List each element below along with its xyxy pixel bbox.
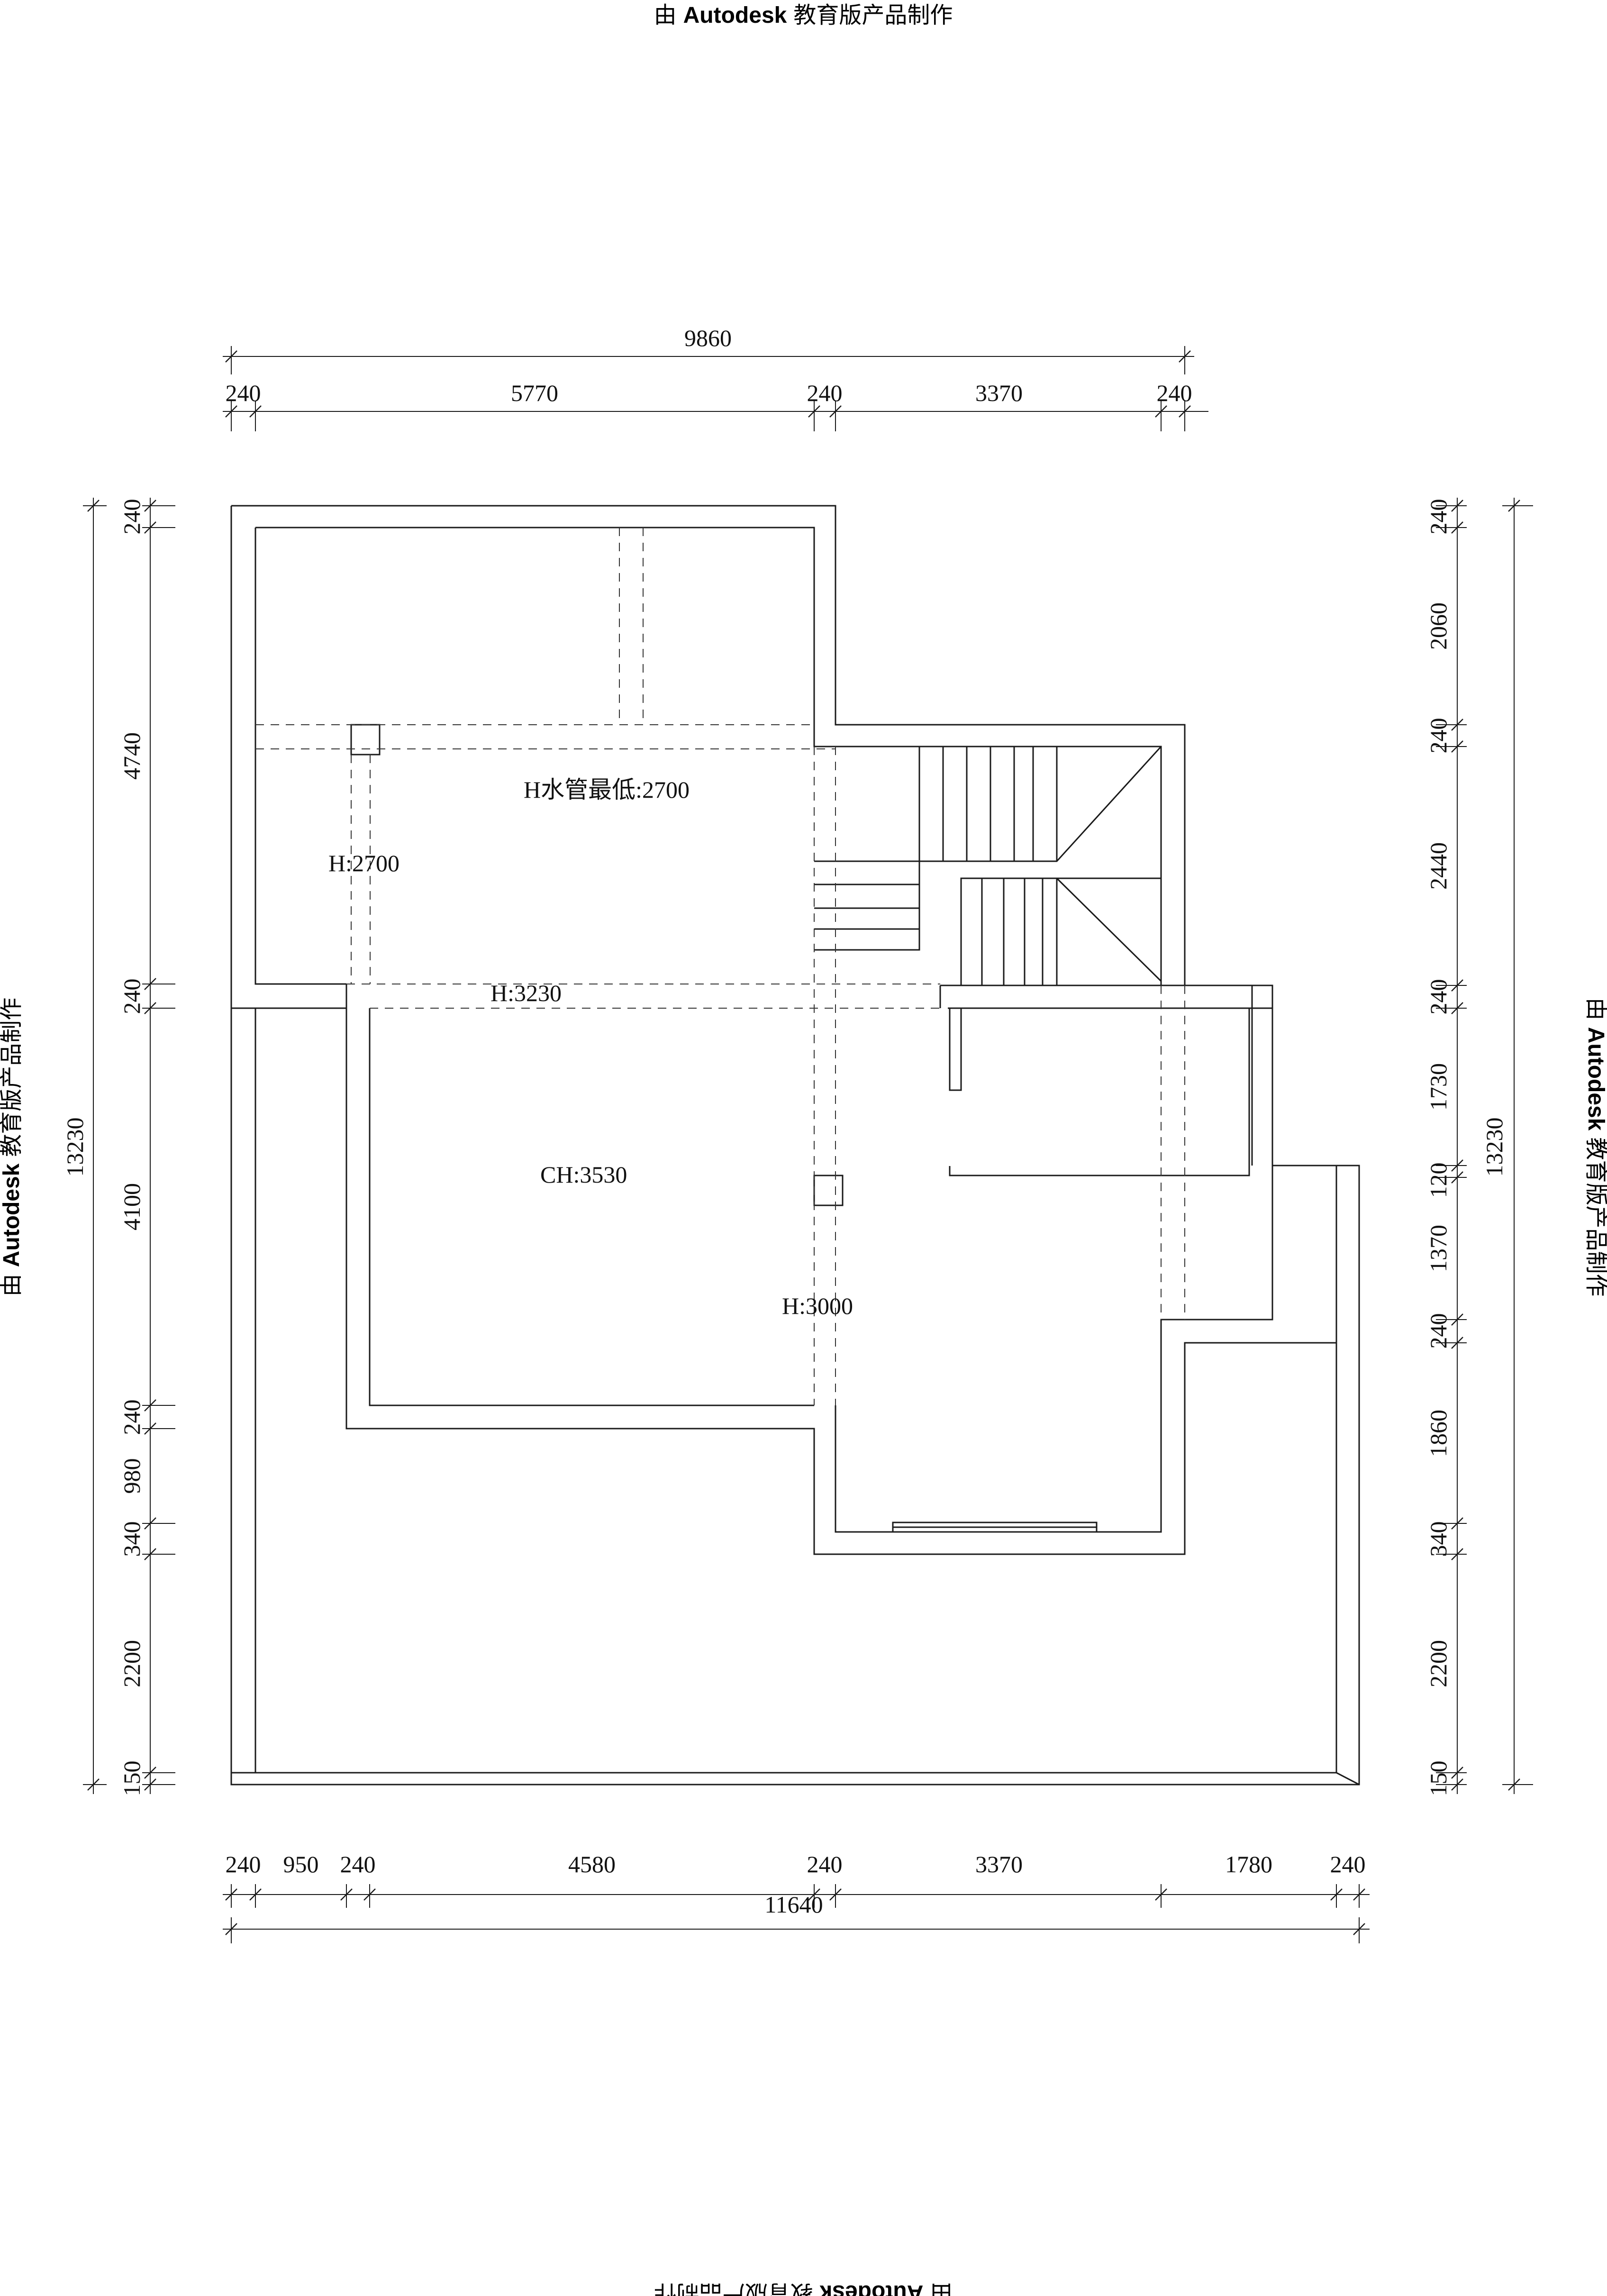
label-h-3230: H:3230 — [490, 980, 562, 1006]
height-labels: H水管最低:2700 H:2700 H:3230 CH:3530 H:3000 — [328, 776, 853, 1319]
dim-right-1: 240 — [1425, 499, 1452, 535]
svg-text:由Autodesk教育版产品制作: 由Autodesk教育版产品制作 — [654, 2280, 953, 2296]
dim-left-1: 240 — [118, 499, 145, 535]
inner-wall-top-room-left — [255, 528, 346, 984]
dim-bottom-1: 240 — [226, 1851, 261, 1877]
top-dimensions: 9860 240 5770 240 3370 240 — [223, 325, 1208, 431]
dim-right-10: 1860 — [1425, 1410, 1452, 1457]
label-ch-3530: CH:3530 — [540, 1161, 627, 1188]
left-dimensions: 13230 240 4740 240 4100 240 980 340 2200… — [62, 498, 175, 1796]
watermark-bottom: 由Autodesk教育版产品制作 — [654, 2280, 953, 2296]
dim-top-overall: 9860 — [684, 325, 732, 351]
dim-left-5: 240 — [118, 1400, 145, 1435]
dim-right-5: 240 — [1425, 979, 1452, 1015]
dim-left-3: 240 — [118, 979, 145, 1014]
dim-left-overall: 13230 — [62, 1118, 88, 1177]
dim-right-9: 240 — [1425, 1313, 1452, 1349]
dim-right-8: 1370 — [1425, 1225, 1452, 1272]
dim-top-2: 5770 — [511, 380, 558, 406]
dim-left-6: 980 — [118, 1458, 145, 1494]
dim-right-11: 340 — [1425, 1522, 1452, 1557]
inner-l-wall-2 — [370, 1008, 814, 1405]
dim-left-8: 2200 — [118, 1640, 145, 1687]
alcove-wall — [950, 1008, 1249, 1175]
svg-text:由Autodesk教育版产品制作: 由Autodesk教育版产品制作 — [1583, 998, 1607, 1297]
column-top — [351, 725, 380, 755]
inner-l-wall — [346, 984, 1336, 1554]
dim-right-3: 240 — [1425, 718, 1452, 754]
dim-bottom-8: 240 — [1330, 1851, 1366, 1877]
staircase — [814, 747, 1161, 985]
dim-bottom-3: 240 — [340, 1851, 376, 1877]
dim-bottom-6: 3370 — [975, 1851, 1023, 1877]
dim-bottom-4: 4580 — [568, 1851, 616, 1877]
wall-bottom-right — [1336, 1773, 1359, 1785]
dim-bottom-7: 1780 — [1225, 1851, 1272, 1877]
watermark-right: 由Autodesk教育版产品制作 — [1583, 998, 1607, 1297]
dim-bottom-overall: 11640 — [764, 1891, 823, 1918]
stub-wall — [950, 1008, 961, 1090]
dim-top-1: 240 — [226, 380, 261, 406]
dim-right-overall: 13230 — [1481, 1118, 1507, 1177]
dim-right-7: 120 — [1425, 1163, 1452, 1198]
dim-bottom-5: 240 — [807, 1851, 843, 1877]
dim-top-4: 3370 — [975, 380, 1023, 406]
dim-right-2: 2060 — [1425, 602, 1452, 650]
hidden-lines — [255, 528, 1185, 1405]
label-h-3000: H:3000 — [782, 1293, 853, 1319]
svg-text:由Autodesk教育版产品制作: 由Autodesk教育版产品制作 — [0, 998, 24, 1297]
dim-right-12: 2200 — [1425, 1640, 1452, 1687]
wall-bottom-inner — [255, 1008, 1336, 1773]
dim-left-4: 4100 — [118, 1183, 145, 1230]
dim-right-4: 2440 — [1425, 842, 1452, 890]
right-dimensions: 13230 240 2060 240 2440 240 17 — [1425, 498, 1533, 1796]
label-pipe-min: H水管最低:2700 — [524, 776, 690, 803]
dim-top-3: 240 — [807, 380, 843, 406]
bottom-dimensions: 240 950 240 4580 240 3370 1780 240 11640 — [223, 1851, 1370, 1943]
core-wall — [835, 1008, 1272, 1532]
watermark-left: 由Autodesk教育版产品制作 — [0, 998, 24, 1297]
dim-right-6: 1730 — [1425, 1063, 1452, 1111]
outer-wall — [231, 506, 1359, 1785]
dim-left-2: 4740 — [118, 732, 145, 780]
column-small — [814, 1175, 843, 1205]
label-h-2700: H:2700 — [328, 850, 399, 876]
dim-top-5: 240 — [1157, 380, 1192, 406]
walls — [231, 506, 1359, 1785]
dim-right-13: 150 — [1425, 1761, 1452, 1796]
svg-text:由Autodesk教育版产品制作: 由Autodesk教育版产品制作 — [654, 3, 953, 28]
dim-bottom-2: 950 — [283, 1851, 319, 1877]
dim-left-7: 340 — [118, 1522, 145, 1557]
dim-left-9: 150 — [118, 1761, 145, 1796]
